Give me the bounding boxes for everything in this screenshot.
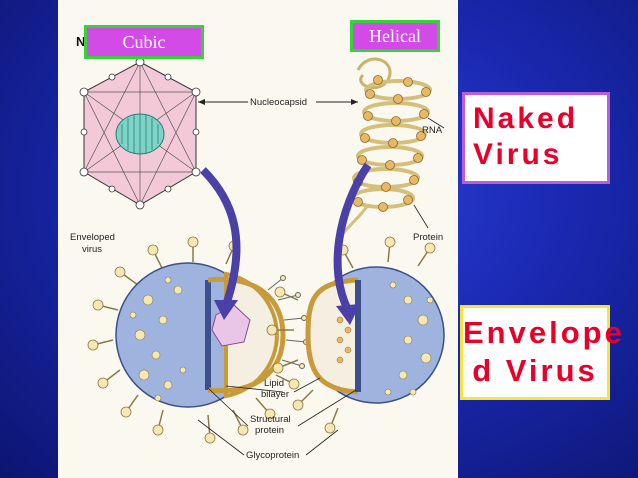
virus-structure-figure: N (58, 0, 458, 478)
glycoprotein-label: Glycoprotein (246, 450, 299, 461)
enveloped-virus-box: Envelope d Virus (460, 305, 622, 400)
protein-label: Protein (413, 232, 443, 243)
left-purple-arrow (200, 167, 241, 307)
right-enveloped-virus (266, 236, 445, 434)
rna-label: RNA (422, 125, 443, 136)
right-purple-arrow (333, 162, 372, 312)
nucleocapsid-label-group: Nucleocapsid (198, 97, 358, 108)
nucleocapsid-label: Nucleocapsid (250, 97, 307, 108)
left-enveloped-virus (87, 236, 309, 444)
virus-diagram: N (70, 34, 445, 461)
helical-capsid: RNA Protein (338, 57, 445, 243)
helical-tag: Helical (350, 20, 440, 52)
naked-virus-box: Naked Virus (462, 92, 610, 184)
title-fragment: N (76, 34, 85, 49)
cubic-capsid (79, 57, 201, 210)
cubic-tag: Cubic (84, 25, 204, 59)
